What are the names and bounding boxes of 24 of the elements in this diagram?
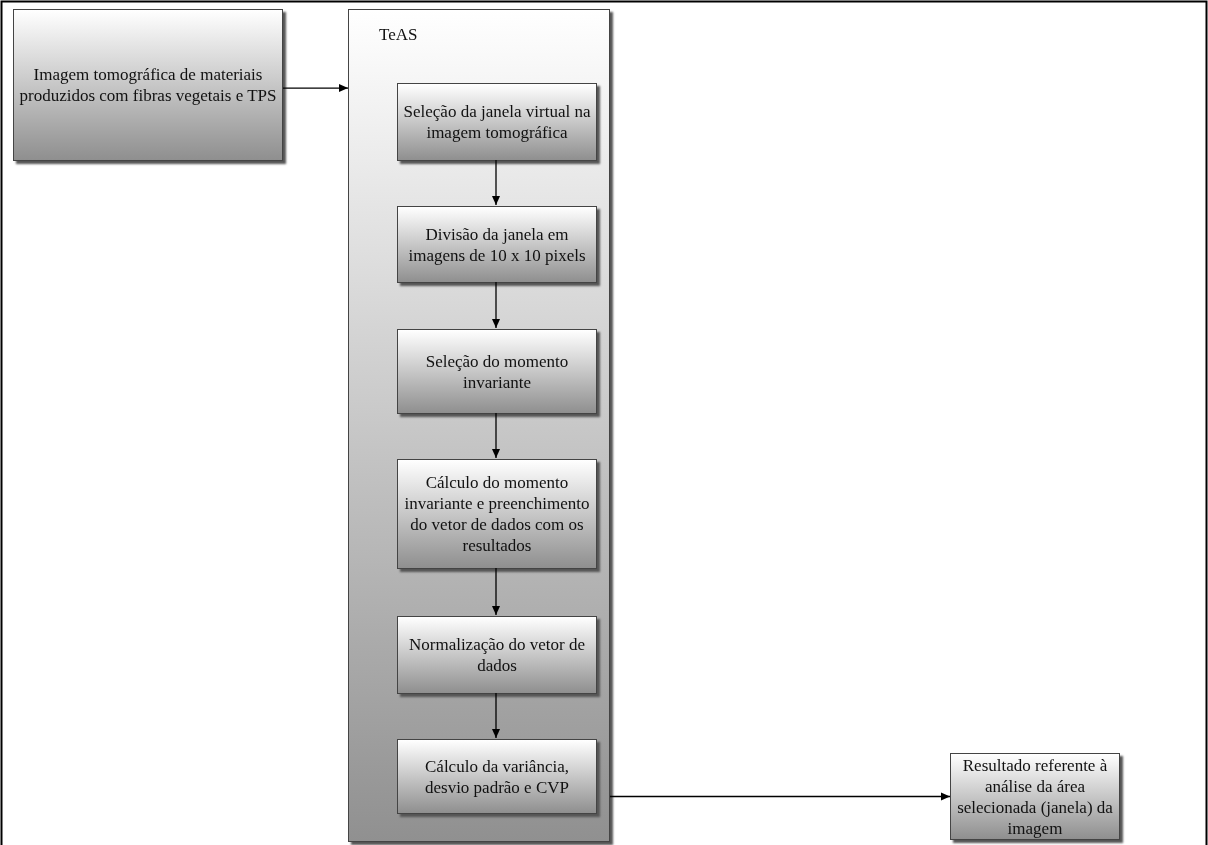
box-label: Resultado referente à análise da área selecionada (janela) da imagem — [956, 754, 1114, 839]
process-box — [13, 9, 283, 161]
box-label: Imagem tomográfica de materiais produzidos com fibras vegetais e TPS — [18, 64, 278, 106]
box-label: Seleção do momento invariante — [424, 350, 570, 393]
process-box — [397, 329, 597, 414]
process-box — [397, 206, 597, 283]
box-label: Cálculo da variância, desvio padrão e CVP — [424, 755, 570, 798]
arrow — [282, 84, 349, 93]
process-box — [397, 459, 597, 569]
arrow — [492, 692, 500, 739]
process-box — [397, 83, 597, 161]
arrow — [609, 792, 951, 801]
arrow — [492, 567, 500, 616]
arrow — [492, 159, 500, 206]
box-label: Cálculo do momento invariante e preenchimento do vetor de dados com os resultados — [403, 472, 591, 556]
process-box — [397, 616, 597, 694]
arrow — [492, 412, 500, 459]
group-box — [348, 9, 610, 842]
arrow — [492, 281, 500, 329]
process-box — [397, 739, 597, 814]
box-label: Normalização do vetor de dados — [407, 634, 587, 676]
box-label: Divisão da janela em imagens de 10 x 10 pixels — [407, 223, 587, 266]
box-label: Seleção da janela virtual na imagem tomográfica — [402, 101, 592, 143]
group-title: TeAS — [379, 24, 418, 45]
